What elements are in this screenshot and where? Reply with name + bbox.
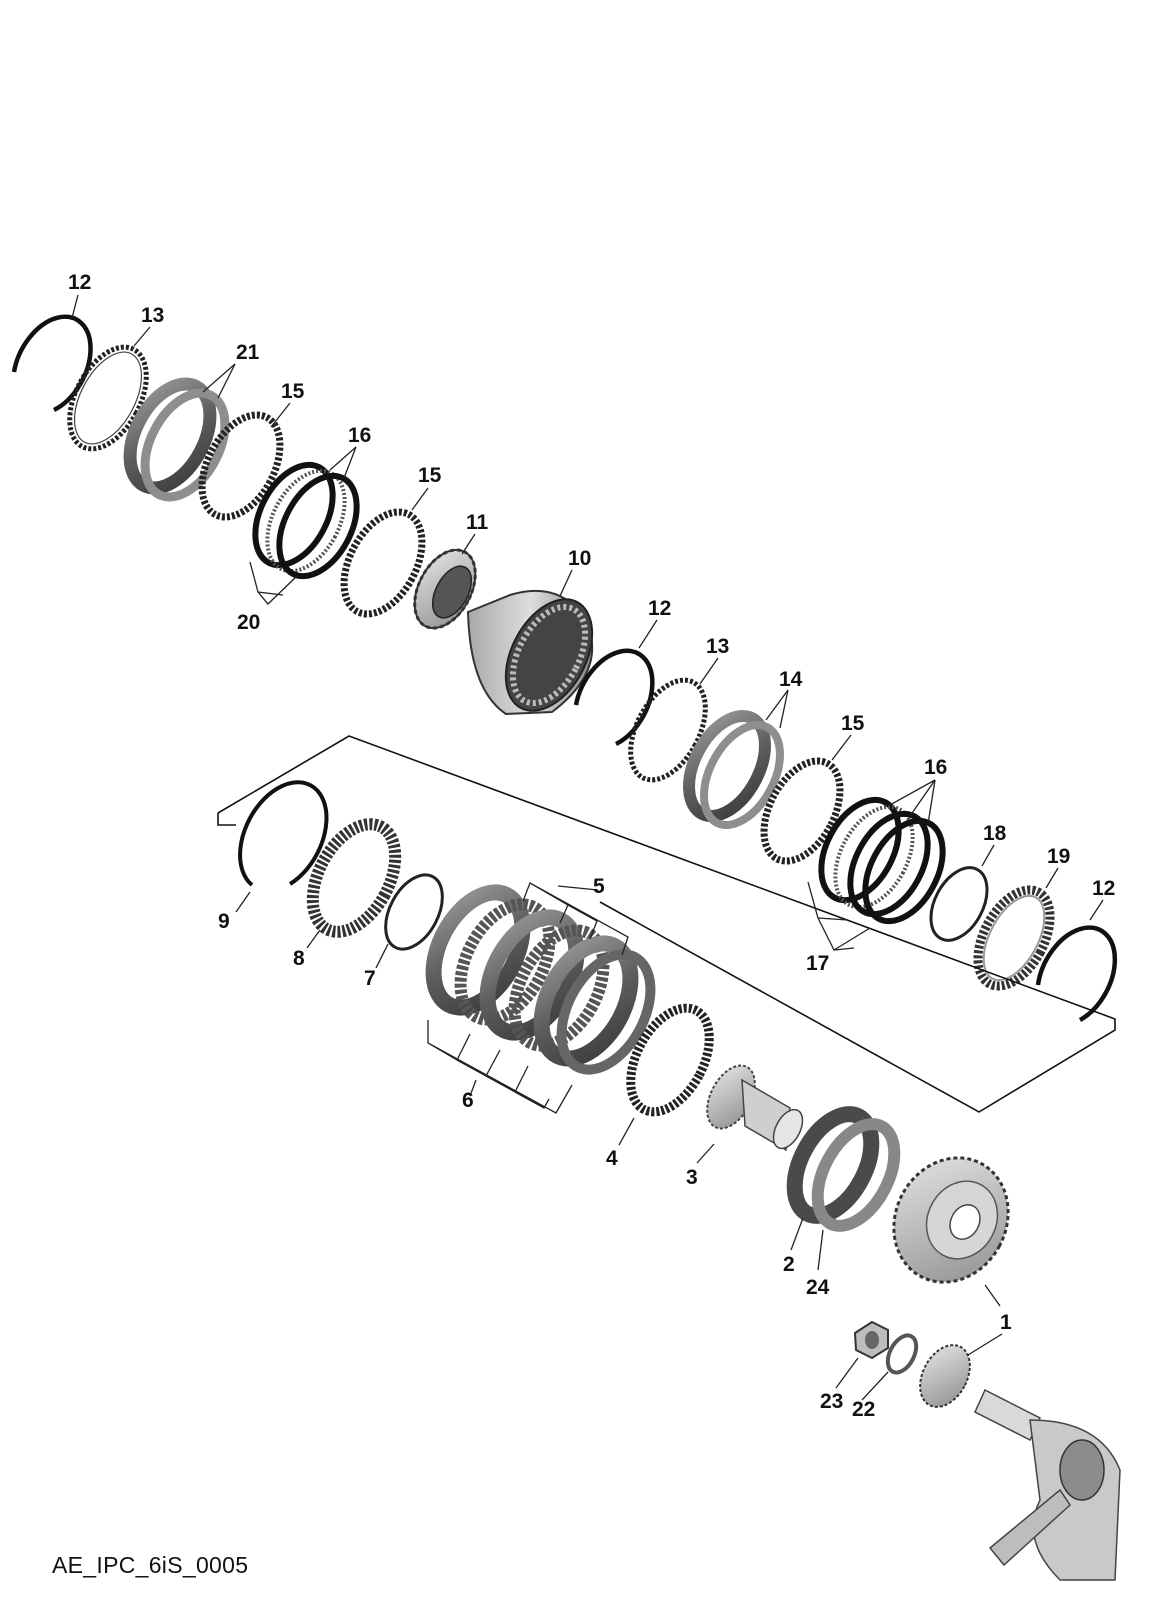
- callout-6: 6: [462, 1089, 474, 1112]
- toothed-ring-13-middle: [628, 677, 708, 783]
- callout-17: 17: [806, 952, 829, 975]
- washer-22: [885, 1333, 919, 1375]
- callout-1: 1: [1000, 1311, 1012, 1334]
- callout-7: 7: [364, 967, 376, 990]
- callout-3: 3: [686, 1166, 698, 1189]
- thrust-washers-2-24: [786, 1106, 901, 1232]
- callout-12: 12: [648, 597, 671, 620]
- friction-discs-16-lower: [818, 796, 946, 925]
- clutch-plate-15-c: [760, 757, 844, 865]
- diagram-reference-code: AE_IPC_6iS_0005: [52, 1552, 249, 1578]
- snap-ring-12-middle: [573, 648, 655, 747]
- nut-23: [853, 1320, 889, 1360]
- toothed-plate-4: [626, 1003, 714, 1117]
- pressure-plates-21: [123, 377, 230, 502]
- callout-9: 9: [218, 910, 230, 933]
- callout-4: 4: [606, 1147, 618, 1170]
- callout-18: 18: [983, 822, 1007, 845]
- callout-20: 20: [237, 611, 260, 634]
- leader-lines: [71, 294, 1104, 1401]
- callout-16: 16: [924, 756, 947, 779]
- clutch-hub-11: [413, 548, 477, 630]
- callout-16: 16: [348, 424, 371, 447]
- callout-15: 15: [841, 712, 865, 735]
- callout-23: 23: [820, 1390, 843, 1413]
- primary-gear-1: [892, 1156, 1010, 1284]
- toothed-ring-19: [973, 885, 1055, 991]
- callout-13: 13: [141, 304, 164, 327]
- toothed-ring-13-upper: [67, 344, 149, 452]
- assembly-bracket-5: [217, 735, 1116, 1113]
- callout-12: 12: [68, 271, 91, 294]
- callout-15: 15: [281, 380, 305, 403]
- thin-ring-18: [929, 866, 989, 942]
- callout-10: 10: [568, 547, 591, 570]
- clutch-plate-15-b: [340, 508, 426, 618]
- callout-14: 14: [779, 668, 803, 691]
- clutch-plate-15-a: [198, 411, 284, 521]
- callout-22: 22: [852, 1398, 875, 1421]
- thin-ring-7: [384, 873, 444, 951]
- callout-12: 12: [1092, 877, 1115, 900]
- toothed-plate-8: [306, 818, 402, 938]
- callout-15: 15: [418, 464, 442, 487]
- callout-8: 8: [293, 947, 305, 970]
- drive-gear-crankshaft: [919, 1344, 1121, 1581]
- callout-labels: 12 13 21 15 16 15 11 20 10 12 13 14 15 1…: [68, 271, 1115, 1421]
- snap-ring-12-lower: [1035, 925, 1118, 1022]
- callout-13: 13: [706, 635, 729, 658]
- callout-11: 11: [466, 511, 489, 534]
- friction-discs-16-upper: [252, 461, 360, 580]
- input-shaft-3: [706, 1064, 804, 1152]
- callout-24: 24: [806, 1276, 830, 1299]
- clutch-pack-5-6: [425, 884, 656, 1075]
- pressure-plates-14: [683, 710, 784, 829]
- callout-2: 2: [783, 1253, 795, 1276]
- callout-21: 21: [236, 341, 260, 364]
- clutch-drum-10: [466, 589, 594, 716]
- callout-19: 19: [1047, 845, 1070, 868]
- snap-ring-9: [238, 780, 329, 887]
- callout-5: 5: [593, 875, 605, 898]
